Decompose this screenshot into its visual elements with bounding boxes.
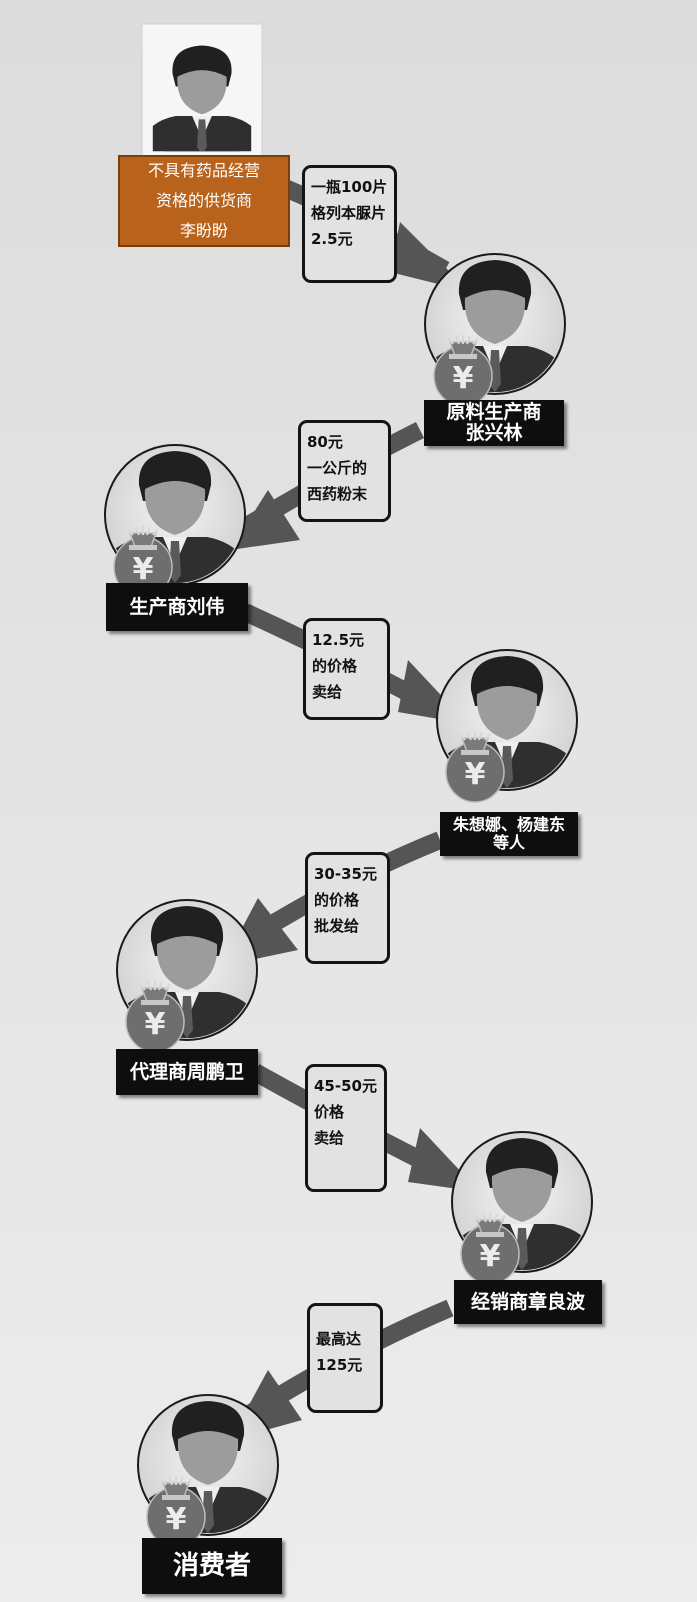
- price-line-2: 的价格: [314, 891, 360, 909]
- supplier-label: 不具有药品经营 资格的供货商 李盼盼: [118, 155, 290, 247]
- actor-label-zhou-pengwei: 代理商周鹏卫: [116, 1049, 258, 1095]
- avatar-consumer: [137, 1394, 279, 1548]
- price-box-3: 12.5元 的价格 卖给: [303, 618, 390, 720]
- actor-label-line-1: 生产商刘伟: [129, 595, 225, 618]
- actor-label-liu-wei: 生产商刘伟: [106, 583, 248, 631]
- price-line-3: 2.5元: [311, 230, 353, 248]
- supplier-label-line-2: 资格的供货商: [155, 191, 252, 210]
- avatar-liu: [104, 444, 246, 598]
- price-box-5: 45-50元 价格 卖给: [305, 1064, 387, 1192]
- actor-label-line-1: 消费者: [172, 1551, 251, 1581]
- price-line-2: 125元: [316, 1356, 363, 1374]
- supplier-label-line-1: 不具有药品经营: [147, 161, 260, 180]
- actor-label-line-1: 朱想娜、杨建东: [452, 815, 565, 834]
- price-line-2: 格列本脲片: [311, 204, 387, 222]
- price-line-2: 一公斤的: [307, 459, 368, 477]
- supplier-photo: [141, 23, 263, 161]
- price-line-1: 80元: [307, 433, 343, 451]
- price-line-3: 西药粉末: [307, 485, 368, 503]
- price-line-3: 卖给: [314, 1129, 345, 1147]
- actor-label-line-1: 经销商章良波: [470, 1290, 585, 1313]
- actor-label-line-2: 等人: [492, 833, 525, 852]
- actor-label-line-2: 张兴林: [465, 422, 523, 444]
- actor-label-zhu-yang: 朱想娜、杨建东 等人: [440, 812, 578, 856]
- actor-label-consumer: 消费者: [142, 1538, 282, 1594]
- avatar-zhou: [116, 899, 258, 1053]
- price-box-1: 一瓶100片 格列本脲片 2.5元: [302, 165, 397, 283]
- price-line-1: 最高达: [316, 1330, 362, 1348]
- price-box-2: 80元 一公斤的 西药粉末: [298, 420, 391, 522]
- actor-label-zhang-xinglin: 原料生产商 张兴林: [424, 400, 564, 446]
- avatar-zhang: [424, 253, 566, 407]
- avatar-zhang-liangbo: [451, 1131, 593, 1285]
- price-line-3: 批发给: [314, 917, 360, 935]
- price-line-1: 30-35元: [314, 865, 377, 883]
- price-line-3: 卖给: [312, 683, 343, 701]
- price-line-1: 一瓶100片: [311, 178, 388, 196]
- avatar-zhu-yang: [436, 649, 578, 803]
- price-box-6: 最高达 125元: [307, 1303, 383, 1413]
- price-line-2: 的价格: [312, 657, 358, 675]
- price-line-1: 12.5元: [312, 631, 365, 649]
- actor-label-line-1: 原料生产商: [446, 401, 542, 423]
- supplier-label-line-3: 李盼盼: [179, 221, 228, 240]
- actor-label-line-1: 代理商周鹏卫: [129, 1060, 244, 1083]
- arrow-head-2: [230, 490, 300, 550]
- actor-label-zhang-liangbo: 经销商章良波: [454, 1280, 602, 1324]
- price-line-1: 45-50元: [314, 1077, 377, 1095]
- price-line-2: 价格: [314, 1103, 345, 1121]
- price-box-4: 30-35元 的价格 批发给: [305, 852, 390, 964]
